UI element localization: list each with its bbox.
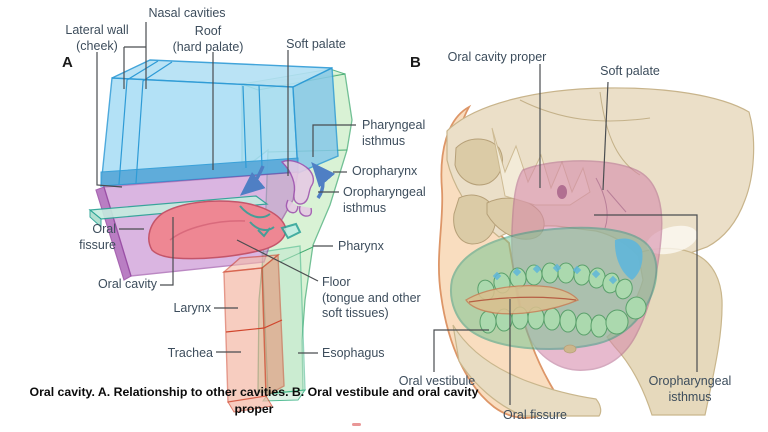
larynx-trachea-box-shape (221, 253, 285, 413)
label-nasal-cavities: Nasal cavities (148, 6, 226, 20)
interdental-blue-marks (492, 263, 618, 285)
leader-oral-vestibule (433, 329, 489, 372)
panel-b-letter: B (410, 54, 421, 71)
red-artifact-mark (352, 423, 361, 426)
label-trachea: Trachea (167, 346, 213, 360)
label-roof: Roof (hard palate) (172, 24, 244, 54)
label-soft-palate-b: Soft palate (600, 64, 660, 78)
label-floor: Floor (tongue and other soft tissues) (322, 275, 421, 320)
label-oral-cavity: Oral cavity (97, 277, 157, 291)
direction-arrows (239, 162, 336, 200)
label-oral-fissure-a: Oral fissure (79, 222, 116, 252)
label-larynx: Larynx (173, 301, 211, 315)
leader-oral-cavity (160, 217, 174, 286)
panel-a-letter: A (62, 54, 73, 71)
label-esophagus: Esophagus (322, 346, 385, 360)
label-lateral-wall: Lateral wall (cheek) (65, 23, 129, 53)
leader-floor (236, 239, 319, 282)
leader-pharyngeal-isthmus (312, 124, 356, 157)
panel-b-illustration (438, 87, 755, 419)
figure-caption: Oral cavity. A. Relationship to other ca… (29, 385, 479, 416)
oral-fissure-lips-shape (465, 285, 580, 315)
label-soft-palate-a: Soft palate (286, 37, 346, 51)
label-oral-fissure-b: Oral fissure (503, 408, 567, 422)
label-pharynx: Pharynx (338, 239, 384, 253)
label-oropharyngeal-isthmus-b: Oropharyngeal isthmus (648, 374, 732, 404)
panel-a-diagram (88, 59, 353, 413)
leader-nasal-cavities (123, 22, 147, 89)
label-oropharyngeal-isthmus-a: Oropharyngeal isthmus (343, 185, 426, 215)
chin-dimple (563, 344, 577, 354)
label-pharyngeal-isthmus: Pharyngeal isthmus (362, 118, 426, 148)
leader-lateral-wall (96, 52, 123, 188)
leader-lines (96, 22, 698, 405)
leader-soft-palate-b (602, 81, 609, 191)
palate-edge-marks (239, 205, 302, 240)
label-oral-vestibule: Oral vestibule (398, 374, 476, 388)
label-oral-cavity-proper: Oral cavity proper (447, 50, 547, 64)
soft-palate-uvula-shape (280, 159, 315, 217)
nasal-cavity-box-shape (100, 59, 339, 187)
teeth-shapes (477, 262, 647, 338)
leader-oropharyngeal-isthmus-b (594, 214, 698, 372)
mandible-body-shape (452, 324, 602, 417)
label-oropharynx: Oropharynx (352, 164, 418, 178)
